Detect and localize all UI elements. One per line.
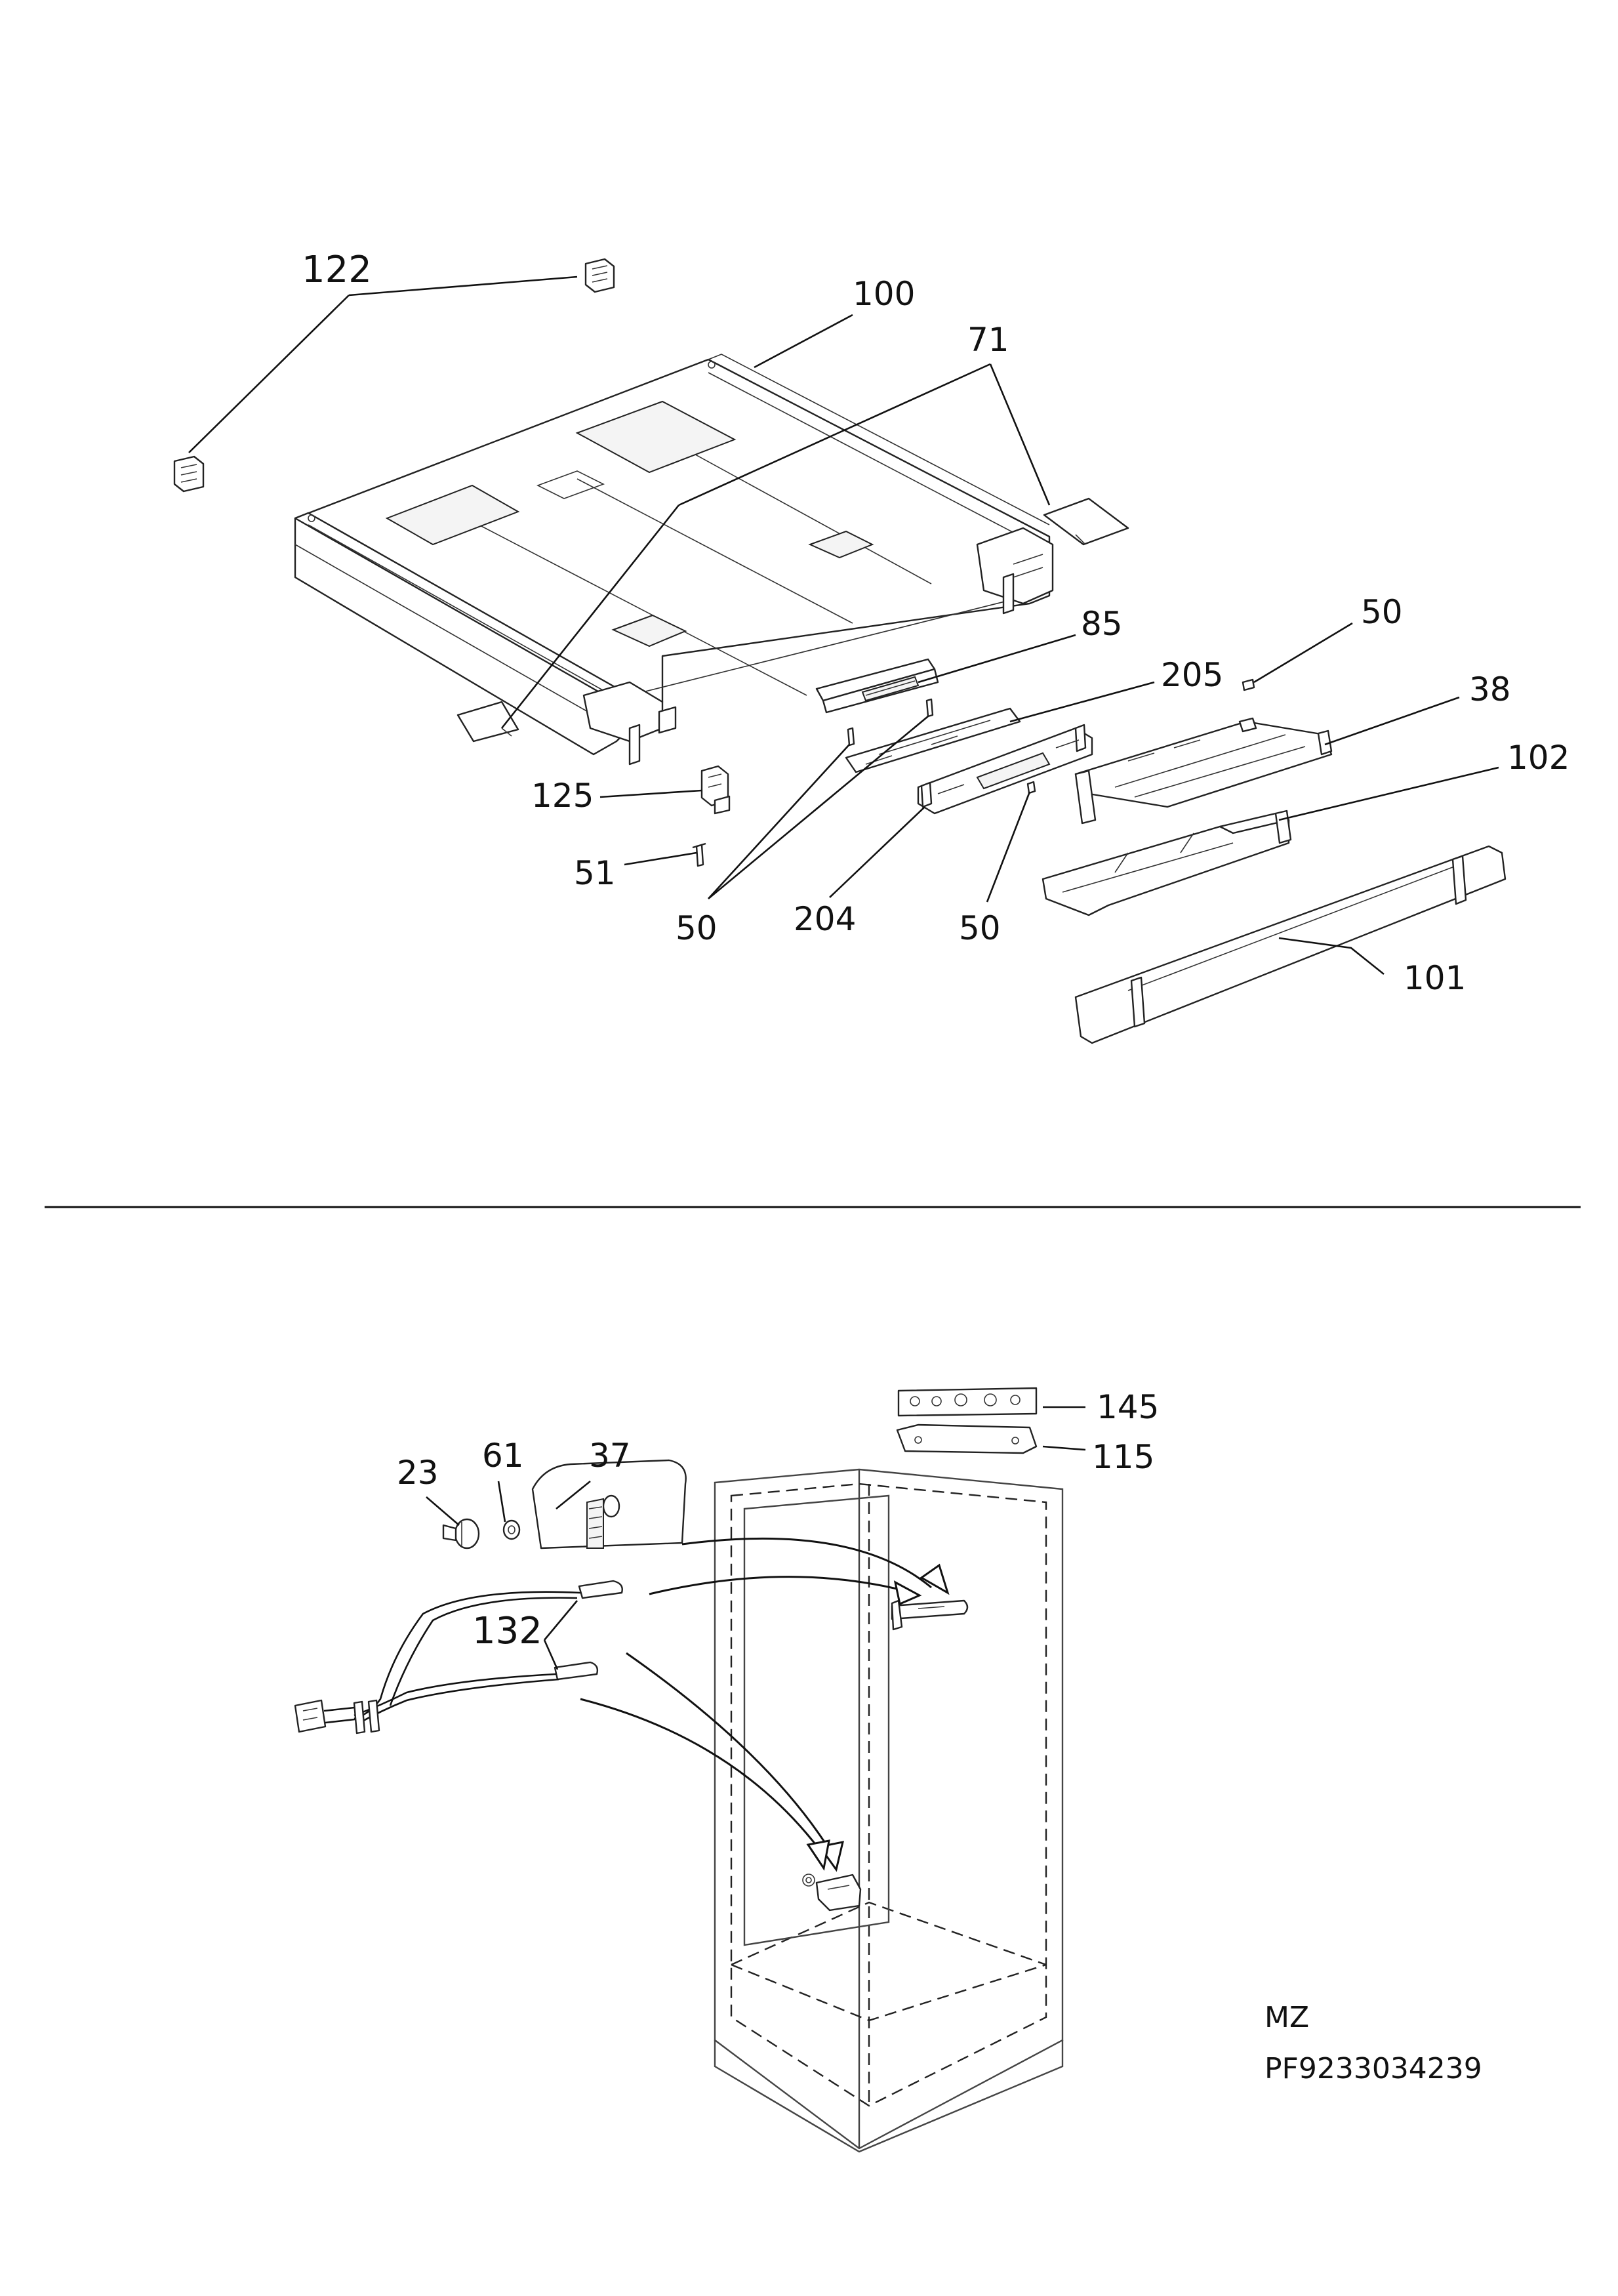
part-145-panel — [897, 1387, 1038, 1417]
upper-leader-lines — [188, 276, 1499, 975]
part-71-cover-right — [1043, 497, 1129, 546]
label-71: 71 — [967, 321, 1009, 359]
label-102: 102 — [1507, 739, 1569, 777]
part-205-board — [845, 707, 1021, 773]
part-100-top-panel — [294, 354, 1054, 766]
lower-sensor-holder — [802, 1874, 862, 1912]
part-122-clip-left — [173, 455, 205, 493]
label-122: 122 — [302, 249, 372, 291]
part-23-knob — [442, 1518, 480, 1549]
part-37-cover — [531, 1459, 687, 1549]
cabinet-body — [714, 1468, 1064, 2153]
label-204: 204 — [794, 900, 856, 938]
part-204-frame — [917, 724, 1093, 815]
label-50-right: 50 — [1361, 593, 1403, 631]
part-122-clip-top — [584, 258, 615, 293]
part-50-screw-left-a — [847, 727, 855, 747]
label-85: 85 — [1081, 605, 1123, 643]
part-115-lens — [896, 1424, 1038, 1454]
label-61: 61 — [482, 1437, 524, 1475]
label-205: 205 — [1161, 656, 1223, 694]
upper-assembly: 122 100 71 85 50 205 38 102 125 51 50 20… — [173, 249, 1569, 1044]
label-101: 101 — [1404, 959, 1466, 997]
upper-sensor-holder — [891, 1599, 969, 1631]
label-23: 23 — [397, 1454, 439, 1492]
part-102-tray — [1042, 810, 1292, 916]
lower-assembly: 145 115 23 61 37 132 — [294, 1387, 1159, 2153]
part-125-latch — [700, 765, 731, 815]
part-85-board — [815, 658, 939, 714]
part-132-sensor-cable — [294, 1580, 623, 1734]
part-50-screw-mid — [1026, 781, 1036, 794]
part-71-cover-left — [456, 701, 519, 743]
footer-part-number: PF9233034239 — [1264, 2052, 1482, 2085]
part-61-washer — [502, 1519, 521, 1540]
part-101-strip — [1074, 845, 1507, 1044]
part-50-screw-left-b — [925, 698, 934, 718]
footer-code: MZ — [1264, 2001, 1309, 2034]
label-50-mid: 50 — [959, 909, 1001, 947]
label-51: 51 — [574, 854, 616, 892]
label-132: 132 — [472, 1610, 542, 1652]
label-115: 115 — [1092, 1438, 1154, 1476]
label-37: 37 — [589, 1437, 631, 1475]
label-100: 100 — [853, 275, 915, 313]
part-50-screw-right — [1242, 678, 1255, 691]
label-145: 145 — [1097, 1388, 1159, 1426]
part-38-bracket — [1074, 717, 1333, 825]
part-51-screw — [692, 842, 706, 867]
lower-leader-lines — [426, 1406, 1086, 1670]
label-38: 38 — [1469, 670, 1511, 708]
assembly-arrows — [580, 1537, 950, 1872]
label-125: 125 — [531, 777, 594, 815]
label-50-left: 50 — [676, 909, 718, 947]
